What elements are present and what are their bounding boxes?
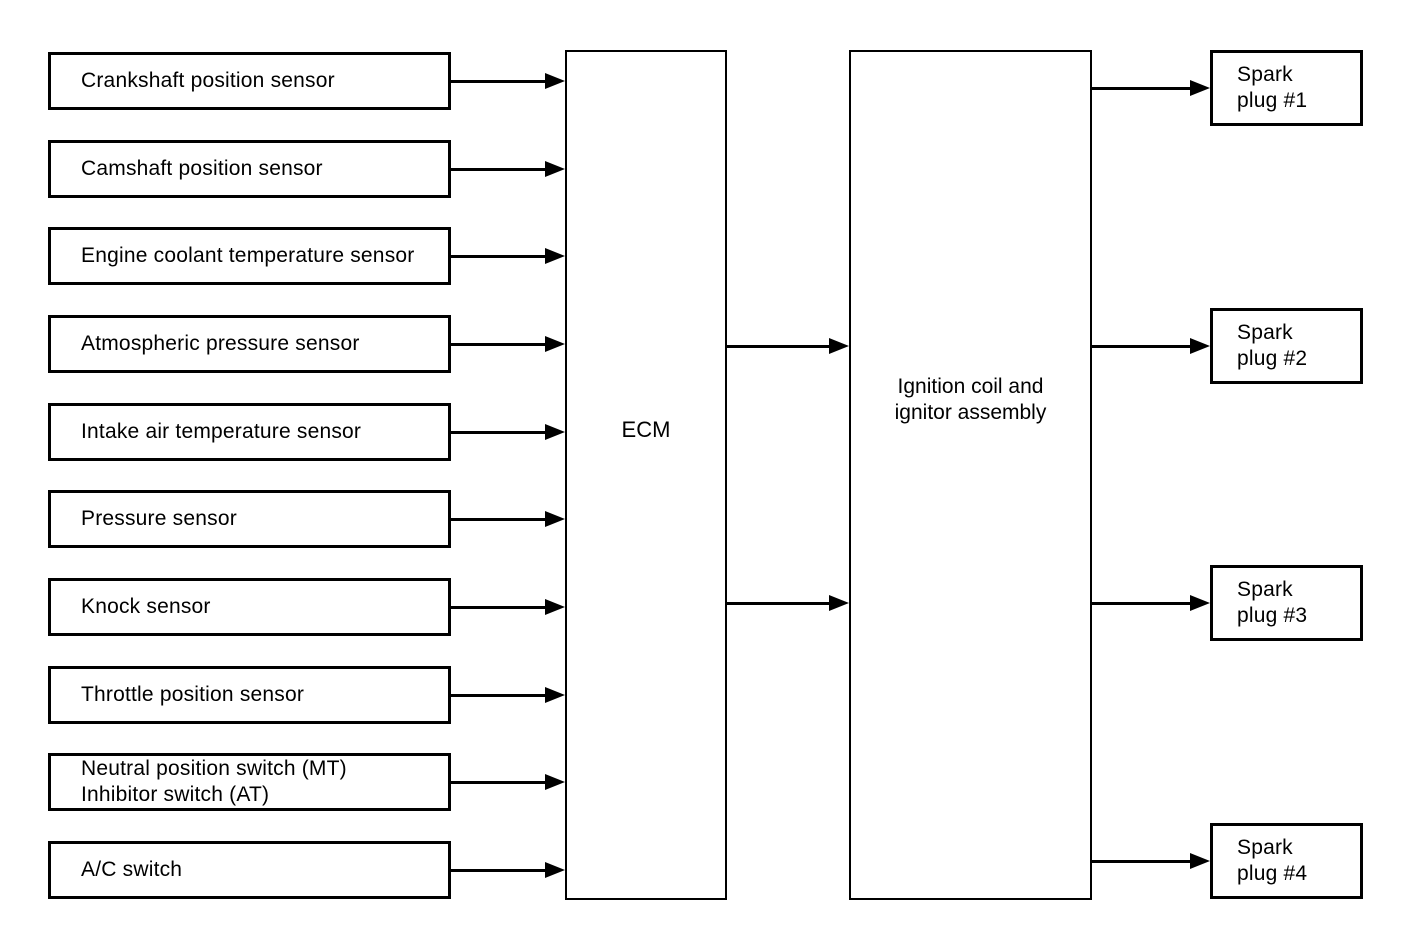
arrow-knock-to-ecm <box>451 599 565 615</box>
input-box-pressure-sensor: Pressure sensor <box>48 490 451 548</box>
ecm-label: ECM <box>621 417 671 442</box>
input-label: Atmospheric pressure sensor <box>81 332 360 355</box>
ignition-label-line1: Ignition coil and <box>897 375 1044 398</box>
ignition-label-line2: ignitor assembly <box>894 401 1047 424</box>
arrow-crankshaft-to-ecm <box>451 73 565 89</box>
input-label: Crankshaft position sensor <box>81 69 335 92</box>
input-box-intake-air-temperature-sensor: Intake air temperature sensor <box>48 403 451 461</box>
input-label: A/C switch <box>81 858 183 881</box>
input-label: Engine coolant temperature sensor <box>81 244 415 267</box>
arrow-ignition-to-spark-plug-4 <box>1092 853 1210 869</box>
arrow-ignition-to-spark-plug-3 <box>1092 595 1210 611</box>
spark-plug-3-line1: Spark <box>1237 578 1293 601</box>
arrow-intake-air-to-ecm <box>451 424 565 440</box>
arrow-pressure-to-ecm <box>451 511 565 527</box>
input-box-neutral-position-inhibitor-switch: Neutral position switch (MT) Inhibitor s… <box>48 753 451 811</box>
input-label-line1: Neutral position switch (MT) <box>81 757 347 780</box>
input-box-ac-switch: A/C switch <box>48 841 451 899</box>
input-box-engine-coolant-temperature-sensor: Engine coolant temperature sensor <box>48 227 451 285</box>
spark-plug-4-line1: Spark <box>1237 836 1293 859</box>
input-box-camshaft-position-sensor: Camshaft position sensor <box>48 140 451 198</box>
arrow-camshaft-to-ecm <box>451 161 565 177</box>
arrow-coolant-temp-to-ecm <box>451 248 565 264</box>
arrow-ignition-to-spark-plug-1 <box>1092 80 1210 96</box>
input-box-throttle-position-sensor: Throttle position sensor <box>48 666 451 724</box>
spark-plug-1-box: Spark plug #1 <box>1210 50 1363 126</box>
spark-plug-3-box: Spark plug #3 <box>1210 565 1363 641</box>
input-label: Knock sensor <box>81 595 211 618</box>
input-label-line2: Inhibitor switch (AT) <box>81 783 270 806</box>
ignition-coil-ignitor-assembly-box <box>849 50 1092 900</box>
input-label: Throttle position sensor <box>81 683 305 706</box>
input-label: Pressure sensor <box>81 507 237 530</box>
arrow-ignition-to-spark-plug-2 <box>1092 338 1210 354</box>
spark-plug-2-line1: Spark <box>1237 321 1293 344</box>
spark-plug-4-line2: plug #4 <box>1237 862 1308 885</box>
input-label: Camshaft position sensor <box>81 157 323 180</box>
input-box-crankshaft-position-sensor: Crankshaft position sensor <box>48 52 451 110</box>
arrow-atmospheric-to-ecm <box>451 336 565 352</box>
arrow-ecm-to-ignition-lower <box>727 595 849 611</box>
input-box-knock-sensor: Knock sensor <box>48 578 451 636</box>
input-label: Intake air temperature sensor <box>81 420 362 443</box>
spark-plug-4-box: Spark plug #4 <box>1210 823 1363 899</box>
spark-plug-1-line1: Spark <box>1237 63 1293 86</box>
arrow-throttle-to-ecm <box>451 687 565 703</box>
spark-plug-1-line2: plug #1 <box>1237 89 1308 112</box>
spark-plug-3-line2: plug #3 <box>1237 604 1308 627</box>
input-box-atmospheric-pressure-sensor: Atmospheric pressure sensor <box>48 315 451 373</box>
ecm-box <box>565 50 727 900</box>
arrow-neutral-switch-to-ecm <box>451 774 565 790</box>
ignition-coil-ignitor-assembly-label: Ignition coil and ignitor assembly <box>849 374 1092 426</box>
spark-plug-2-line2: plug #2 <box>1237 347 1308 370</box>
arrow-ecm-to-ignition-upper <box>727 338 849 354</box>
arrow-ac-switch-to-ecm <box>451 862 565 878</box>
spark-plug-2-box: Spark plug #2 <box>1210 308 1363 384</box>
